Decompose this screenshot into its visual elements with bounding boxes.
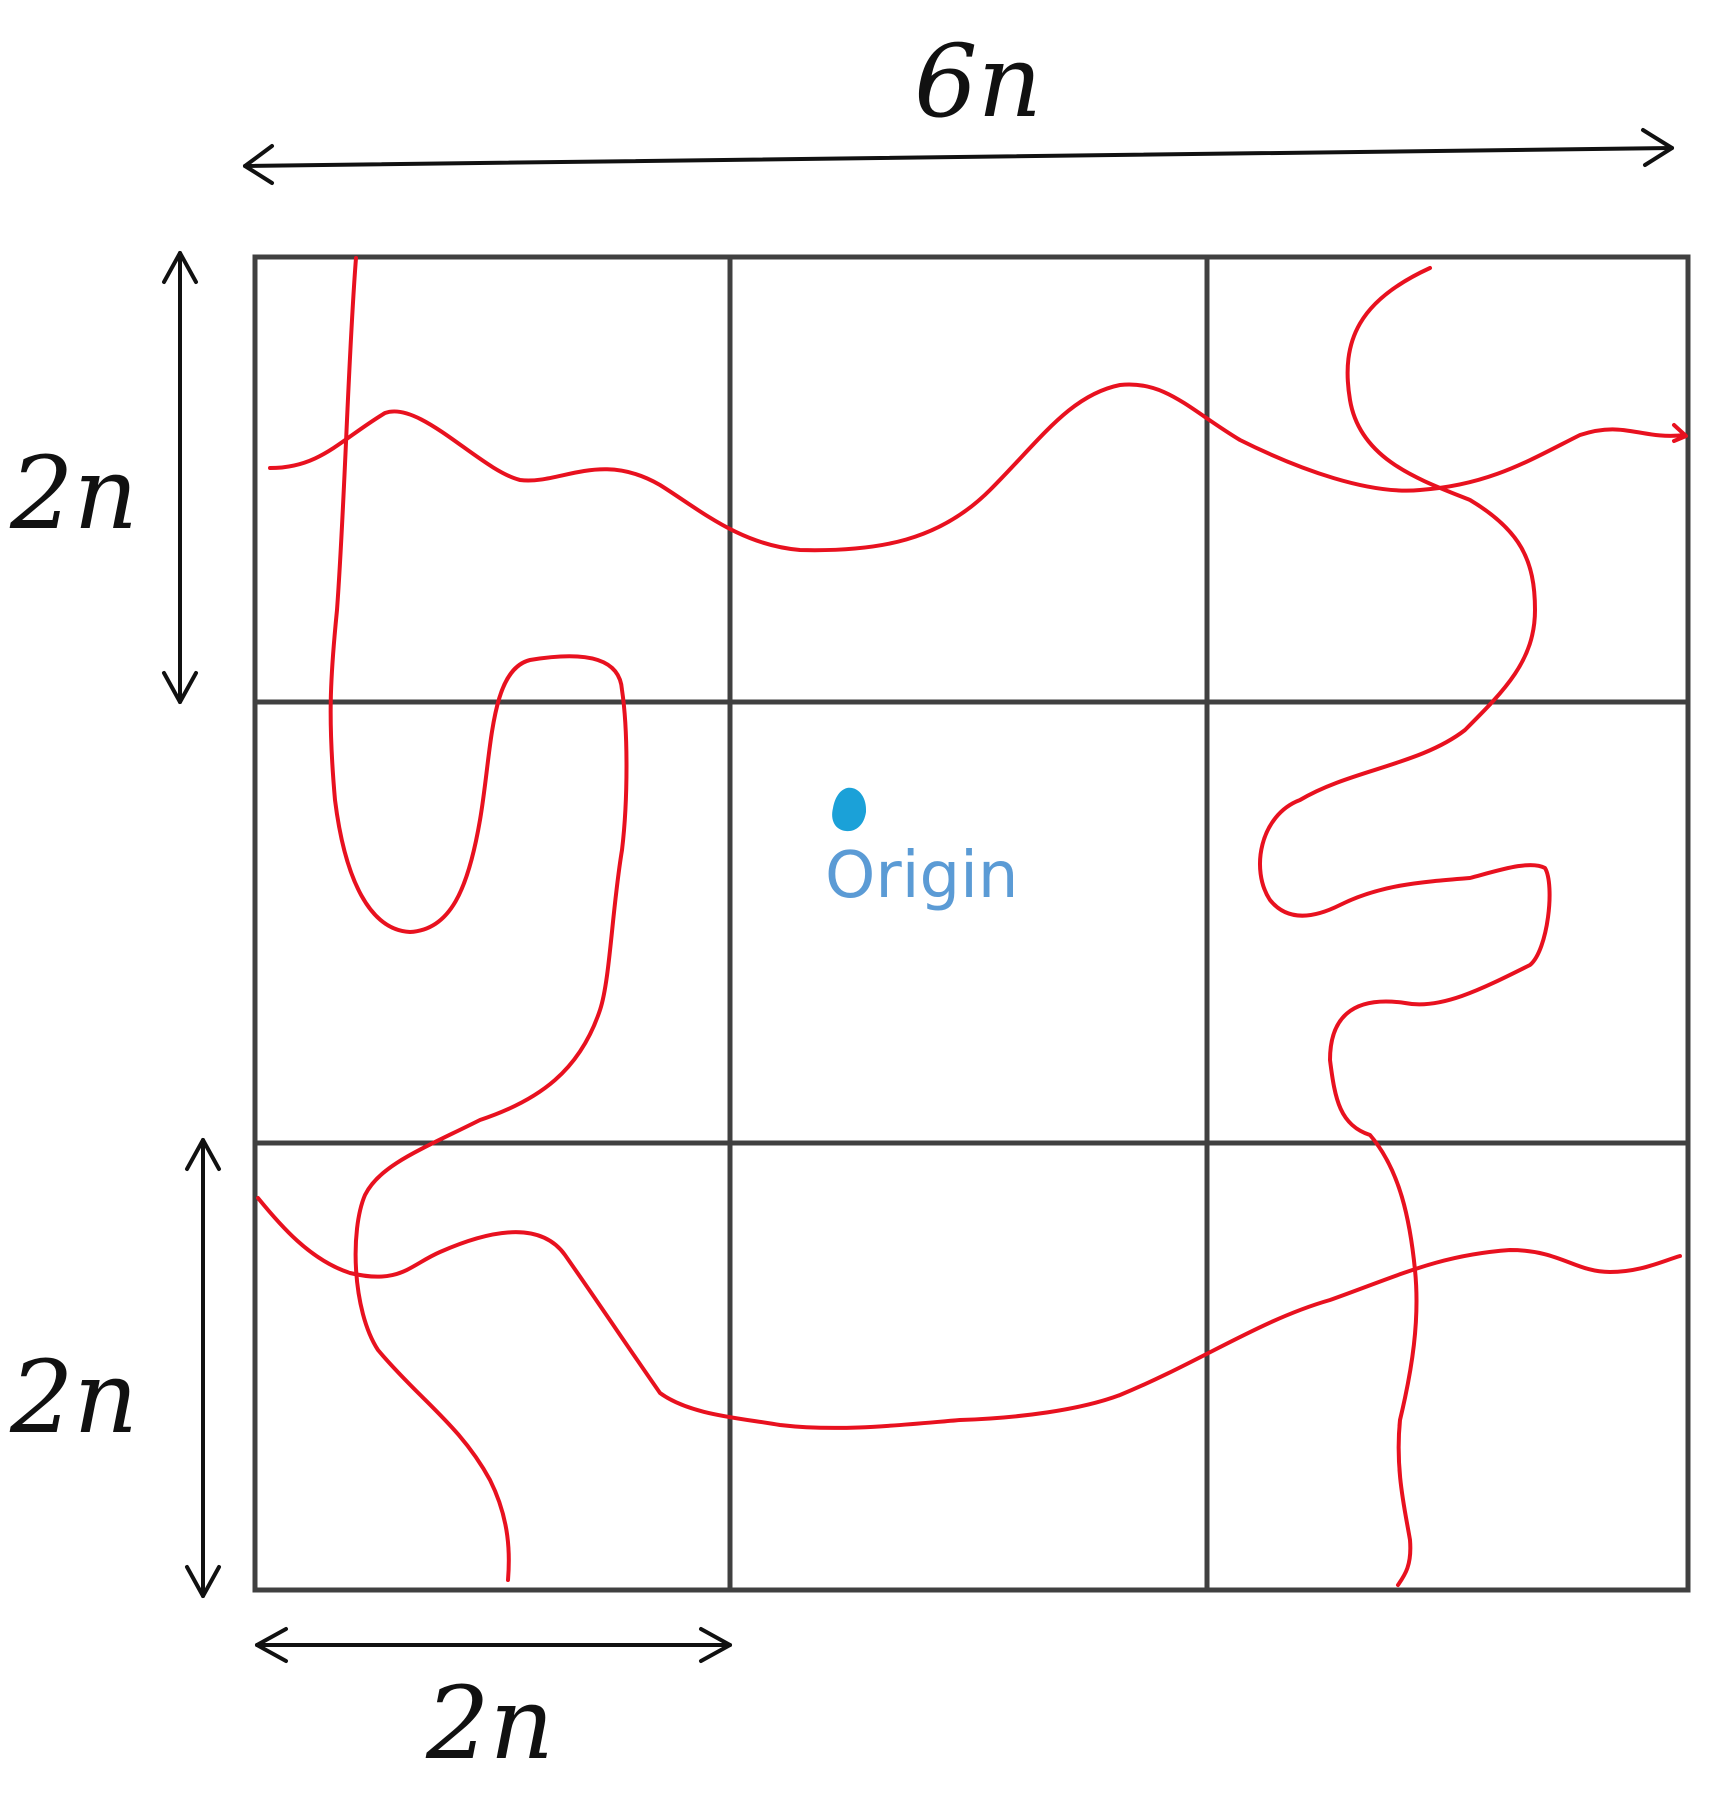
paths bbox=[256, 256, 1688, 1587]
grid bbox=[252, 254, 1691, 1593]
left-top-height-arrow bbox=[162, 251, 198, 704]
top-width-arrow bbox=[243, 128, 1674, 185]
left-bottom-height-arrow bbox=[185, 1138, 221, 1598]
top-path-arrow-tip bbox=[1672, 423, 1688, 443]
left-bottom-height-label: 2n bbox=[9, 1339, 138, 1456]
left-top-height-label: 2n bbox=[9, 435, 138, 552]
bottom-width-label: 2n bbox=[425, 1665, 554, 1782]
top-horizontal-path bbox=[268, 382, 1687, 553]
grid-border bbox=[252, 254, 1691, 1593]
bottom-width-arrow bbox=[255, 1627, 732, 1663]
right-vertical-path bbox=[1258, 266, 1552, 1587]
origin-marker: Origin bbox=[825, 787, 1018, 913]
origin-point bbox=[832, 787, 867, 832]
top-width-label: 6n bbox=[914, 23, 1042, 140]
left-vertical-loop-path bbox=[328, 256, 629, 1582]
bottom-horizontal-path bbox=[256, 1196, 1682, 1430]
origin-label: Origin bbox=[825, 839, 1018, 913]
